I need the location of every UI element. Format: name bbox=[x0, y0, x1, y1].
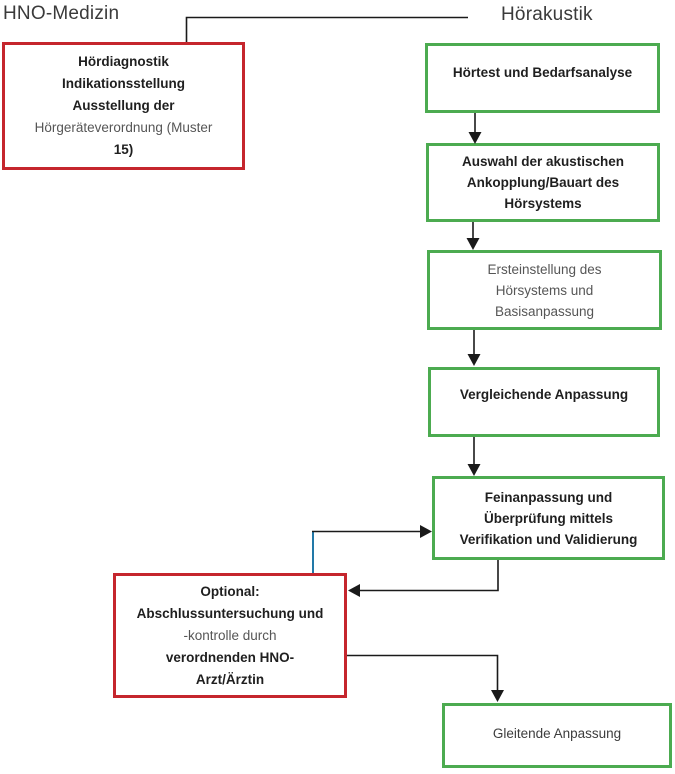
node-line: Arzt/Ärztin bbox=[195, 671, 265, 687]
node-line: Basisanpassung bbox=[494, 303, 595, 319]
node-hno-verordnung: Hördiagnostik Indikationsstellung Ausste… bbox=[2, 42, 245, 170]
node-line: Auswahl der akustischen bbox=[461, 154, 625, 169]
edge-abschluss-to-gleitende bbox=[347, 654, 504, 702]
node-auswahl: Auswahl der akustischen Ankopplung/Bauar… bbox=[426, 143, 660, 222]
edge-vergleichende-to-feinanpassung bbox=[467, 437, 481, 476]
node-line: Hördiagnostik bbox=[78, 54, 169, 69]
node-line: Hörsystems bbox=[504, 196, 582, 211]
node-line: Vergleichende Anpassung bbox=[459, 387, 629, 402]
node-line: Abschlussuntersuchung und bbox=[136, 605, 324, 621]
edge-auswahl-to-ersteinstellung bbox=[466, 222, 480, 250]
column-header-hno-medizin: HNO-Medizin bbox=[3, 3, 120, 24]
node-vergleichende: Vergleichende Anpassung bbox=[428, 367, 660, 437]
node-line: 15) bbox=[113, 142, 134, 157]
node-line: Ausstellung der bbox=[72, 98, 175, 113]
edge-hoertest-to-auswahl bbox=[468, 113, 482, 144]
node-line: Hörtest und Bedarfsanalyse bbox=[452, 65, 633, 80]
node-line: Optional: bbox=[200, 583, 260, 599]
edge-ersteinstellung-to-vergleichende bbox=[467, 330, 481, 366]
column-header-hoerakustik: Hörakustik bbox=[501, 4, 593, 25]
node-line: Gleitende Anpassung bbox=[492, 726, 622, 741]
edge-abschluss-to-feinanpassung bbox=[312, 525, 432, 573]
node-line: -kontrolle durch bbox=[183, 627, 277, 643]
edge-hno-to-hoerakustik bbox=[185, 16, 468, 42]
node-line: verordnenden HNO- bbox=[165, 649, 295, 665]
node-line: Ankopplung/Bauart des bbox=[466, 175, 620, 190]
node-line: Hörgeräteverordnung (Muster bbox=[34, 120, 213, 135]
node-line: Feinanpassung und bbox=[484, 489, 613, 505]
edge-feinanpassung-to-abschluss bbox=[348, 560, 499, 597]
node-ersteinstellung: Ersteinstellung des Hörsystems und Basis… bbox=[427, 250, 662, 330]
node-line: Indikationsstellung bbox=[61, 76, 185, 91]
node-abschluss-optional: Optional: Abschlussuntersuchung und -kon… bbox=[113, 573, 347, 698]
node-line: Verifikation und Validierung bbox=[459, 531, 638, 547]
node-hoertest: Hörtest und Bedarfsanalyse bbox=[425, 43, 660, 113]
node-line: Überprüfung mittels bbox=[483, 510, 613, 526]
node-line: Ersteinstellung des bbox=[487, 261, 602, 277]
node-gleitende: Gleitende Anpassung bbox=[442, 703, 672, 768]
node-line: Hörsystems und bbox=[495, 282, 594, 298]
node-feinanpassung: Feinanpassung und Überprüfung mittels Ve… bbox=[432, 476, 665, 560]
